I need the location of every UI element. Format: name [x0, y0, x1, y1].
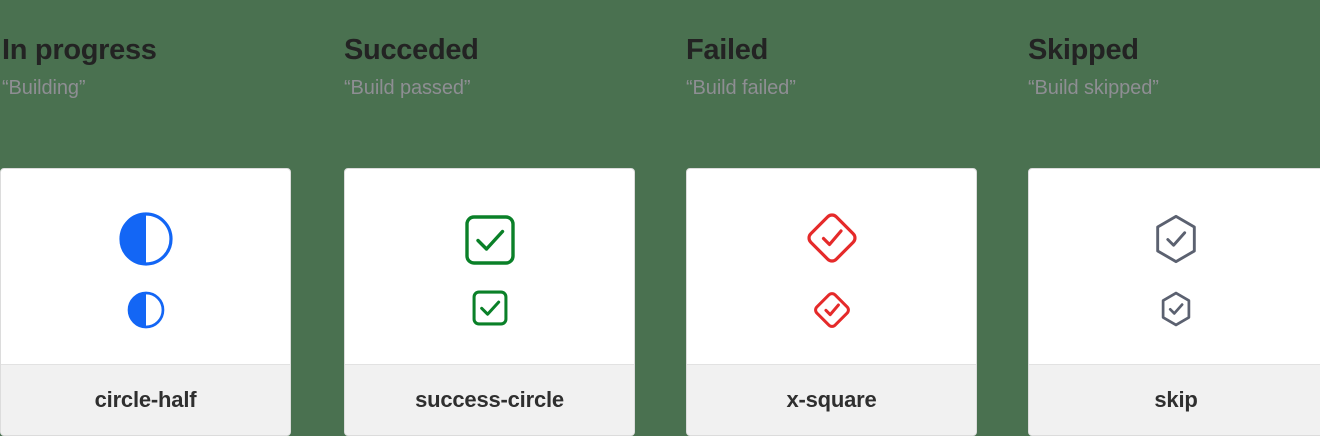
column-subtitle: “Building” [2, 77, 86, 100]
icon-name-label: skip [1154, 387, 1198, 412]
x-square-icon-small [812, 290, 852, 330]
icon-card-footer: x-square [687, 364, 976, 435]
success-circle-icon-small [472, 290, 508, 326]
icon-card-circle-half[interactable]: circle-half [0, 168, 291, 436]
icon-card-skip[interactable]: skip [1028, 168, 1320, 436]
icon-card-footer: success-circle [345, 364, 634, 435]
x-square-icon [804, 210, 860, 266]
status-column-skipped: Skipped “Build skipped” [1026, 0, 1320, 436]
icon-card-footer: circle-half [1, 364, 290, 435]
circle-half-icon-small [127, 291, 165, 329]
icon-preview-area [1, 169, 290, 364]
icon-name-label: x-square [786, 387, 877, 412]
status-column-failed: Failed “Build failed” [684, 0, 1026, 436]
status-column-succeded: Succeded “Build passed” [342, 0, 684, 436]
column-title: Succeded [344, 34, 479, 66]
column-title: Failed [686, 34, 768, 66]
column-subtitle: “Build skipped” [1028, 77, 1159, 100]
column-subtitle: “Build passed” [344, 77, 471, 100]
column-header: Failed “Build failed” [684, 0, 1026, 100]
icon-card-footer: skip [1029, 364, 1320, 435]
circle-half-icon [118, 211, 174, 267]
icon-preview-area [1029, 169, 1320, 364]
icon-name-label: success-circle [415, 387, 564, 412]
skip-icon [1149, 212, 1203, 266]
icon-preview-area [345, 169, 634, 364]
success-circle-icon [464, 214, 516, 266]
column-header: Succeded “Build passed” [342, 0, 684, 100]
icon-preview-area [687, 169, 976, 364]
icon-card-x-square[interactable]: x-square [686, 168, 977, 436]
icon-name-label: circle-half [94, 387, 197, 412]
icon-card-success-circle[interactable]: success-circle [344, 168, 635, 436]
column-header: Skipped “Build skipped” [1026, 0, 1320, 100]
column-subtitle: “Build failed” [686, 77, 796, 100]
column-header: In progress “Building” [0, 0, 342, 100]
status-column-in-progress: In progress “Building” [0, 0, 342, 436]
skip-icon-small [1157, 290, 1195, 328]
column-title: Skipped [1028, 34, 1139, 66]
column-title: In progress [2, 34, 157, 66]
